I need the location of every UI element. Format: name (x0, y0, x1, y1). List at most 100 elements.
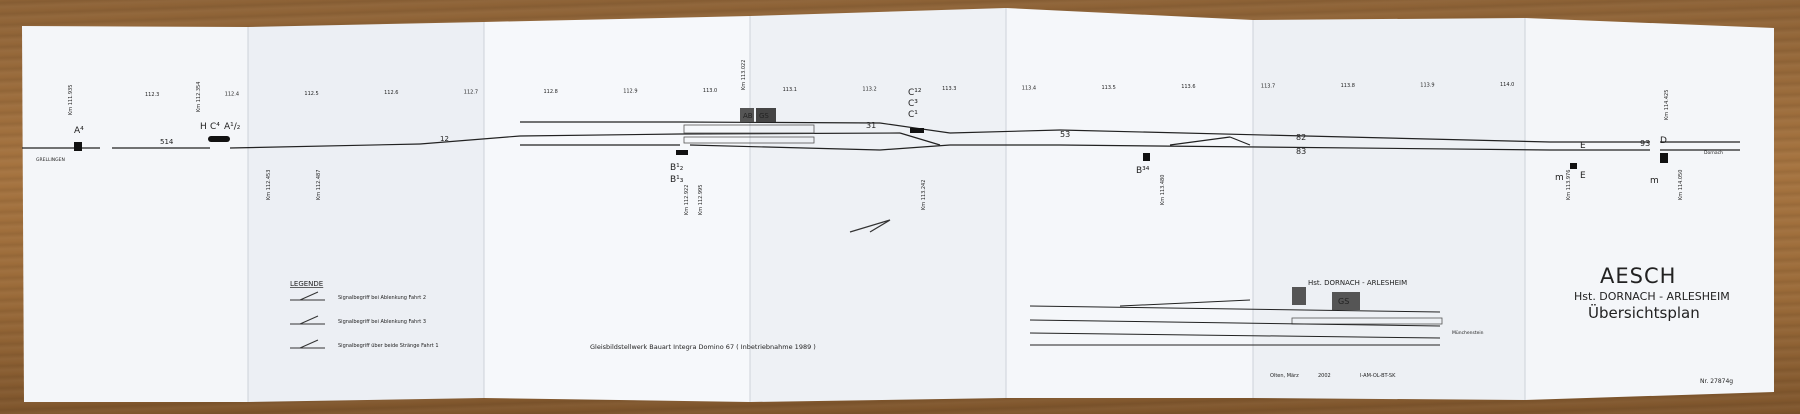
panel-3 (484, 16, 750, 402)
interlocking-note: Gleisbildstellwerk Bauart Integra Domino… (590, 343, 816, 351)
signal-c1: C¹² (908, 88, 922, 98)
panel-2 (248, 22, 484, 402)
legend-item-3: Signalbegriff über beide Stränge Fahrt 1 (338, 343, 439, 349)
building-gs (756, 108, 776, 122)
km-post-k9: Km 113.480 (1160, 175, 1166, 205)
signal-m: m (1555, 173, 1564, 183)
km-mark: 112.5 (304, 91, 318, 97)
panel-6 (1253, 18, 1525, 400)
km-mark: 112.7 (464, 90, 478, 96)
km-post-k10: Km 114.425 (1664, 90, 1670, 120)
km-mark: 112.3 (145, 92, 159, 98)
km-mark: 113.0 (703, 88, 717, 94)
platform-1 (683, 124, 815, 134)
signal-b-marker (676, 150, 688, 155)
title-plan: Übersichtsplan (1588, 303, 1700, 322)
km-mark: 112.6 (384, 90, 398, 96)
panel-1 (22, 26, 248, 402)
km-post-k3: Km 112.453 (266, 170, 272, 200)
hst-platform (1291, 317, 1443, 325)
km-mark: 113.4 (1022, 85, 1036, 91)
panel-5 (1006, 8, 1253, 398)
km-mark: 112.4 (225, 91, 239, 97)
track-93: 93 (1640, 139, 1650, 148)
track-82: 82 (1296, 133, 1306, 142)
signal-e1: E (1580, 171, 1586, 181)
signal-c2: C³ (908, 99, 918, 109)
km-mark: 113.8 (1341, 83, 1355, 89)
legend-title: LEGENDE (290, 280, 323, 288)
signal-markers (74, 128, 1668, 169)
signal-c: C⁴ (210, 122, 220, 132)
building-hst (1292, 287, 1306, 305)
signal-a12-marker (208, 136, 230, 142)
title-sub: Hst. DORNACH - ARLESHEIM (1574, 290, 1730, 303)
km-post-k11: Km 113.976 (1566, 170, 1572, 200)
km-post-k2: Km 112.354 (196, 82, 202, 112)
signal-b2: B¹₃ (670, 175, 684, 185)
km-mark: 113.1 (783, 87, 797, 93)
km-mark: 113.7 (1261, 84, 1275, 90)
station-hst: Hst. DORNACH - ARLESHEIM (1308, 279, 1407, 287)
km-mark: 114.0 (1500, 82, 1514, 88)
paper-panels (22, 8, 1774, 402)
km-mark: 112.9 (623, 88, 637, 94)
track-12: 12 (440, 135, 449, 143)
km-mark: 113.9 (1420, 82, 1434, 88)
km-mark: 113.2 (862, 87, 876, 93)
station-grellingen: GRELLINGEN (36, 157, 65, 163)
signal-e-marker (1570, 163, 1577, 169)
footer-doc-no: Nr. 27874g (1700, 378, 1733, 385)
km-post-k5: Km 113.022 (741, 60, 747, 90)
station-dornach: Dornach (1704, 150, 1723, 156)
km-post-k4: Km 112.487 (316, 170, 322, 200)
fold-lines (247, 8, 1526, 402)
legend-symbol-3 (290, 339, 325, 349)
km-post-k6: Km 112.922 (684, 185, 690, 215)
signal-a12: A¹/₂ (224, 122, 241, 132)
legend-item-2: Signalbegriff bei Ablenkung Fahrt 3 (338, 319, 426, 325)
legend-item-1: Signalbegriff bei Ablenkung Fahrt 2 (338, 295, 426, 301)
signal-d: D (1660, 136, 1667, 146)
track-53: 53 (1060, 130, 1070, 139)
km-mark: 113.5 (1102, 85, 1116, 91)
footer-date: Olten, März (1270, 373, 1299, 379)
signal-d-marker (1660, 153, 1668, 163)
signal-c-marker (910, 128, 924, 133)
signal-a4-marker (74, 142, 82, 151)
legend: LEGENDE Signalbegriff bei Ablenkung Fahr… (290, 280, 439, 349)
building-ab (740, 108, 754, 122)
signal-m2: m (1650, 176, 1659, 186)
km-post-k1: Km 111.935 (68, 85, 74, 115)
km-post-k12: Km 114.050 (1678, 170, 1684, 200)
kilometer-scale: 112.3 112.4 112.5 112.6 112.7 112.8 112.9 113.0… (145, 82, 1514, 98)
platform-2 (683, 136, 815, 144)
track-83: 83 (1296, 147, 1306, 156)
signal-b3: B³⁴ (1136, 166, 1150, 176)
legend-symbol-1 (290, 291, 325, 301)
track-514: 514 (160, 138, 174, 146)
building-gs2 (1332, 292, 1360, 310)
legend-symbol-2 (290, 315, 325, 325)
km-mark: 113.3 (942, 86, 956, 92)
km-post-k7: Km 112.995 (698, 185, 704, 215)
signal-a4: A⁴ (74, 126, 84, 136)
station-muenchenstein: Münchenstein (1452, 330, 1484, 336)
signal-hc: H (200, 122, 207, 132)
km-post-k8: Km 113.242 (921, 180, 927, 210)
building-gs2-label: GS (1338, 297, 1349, 306)
building-gs-label: GS (759, 112, 769, 120)
signal-m-marker (1143, 153, 1150, 161)
panel-4 (750, 8, 1006, 402)
panel-7 (1525, 18, 1774, 400)
track-31: 31 (866, 121, 876, 130)
signal-b1: B¹₂ (670, 163, 684, 173)
title-main: AESCH (1600, 264, 1676, 288)
km-mark: 112.8 (544, 89, 558, 95)
building-ab-label: AB (743, 112, 753, 120)
station-buildings (683, 108, 1443, 325)
footer-year: 2002 (1318, 373, 1331, 379)
direction-arrow (849, 219, 891, 233)
signal-e2: E (1580, 141, 1586, 151)
